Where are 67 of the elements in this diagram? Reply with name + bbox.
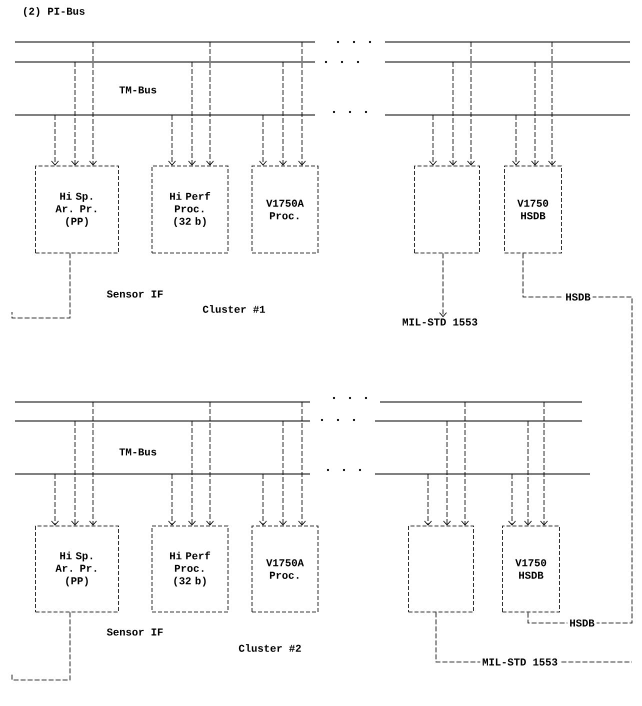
connector xyxy=(12,612,70,680)
processor-box: Hi Perf Proc. (32 b) xyxy=(152,166,228,254)
bus-line xyxy=(15,114,315,116)
connector xyxy=(512,114,520,166)
connector xyxy=(279,420,287,526)
edge-label: Sensor IF xyxy=(106,290,163,298)
connector xyxy=(71,62,79,166)
bus-line xyxy=(385,41,630,43)
connector xyxy=(206,402,214,526)
connector xyxy=(168,474,176,526)
connector xyxy=(424,474,432,526)
edge-label: Sensor IF xyxy=(106,628,163,636)
empty-box xyxy=(414,166,480,254)
bus-line xyxy=(15,401,310,403)
processor-box: Hi Perf Proc. (32 b) xyxy=(152,526,228,612)
bus-line xyxy=(15,420,310,422)
connector xyxy=(51,474,59,526)
connector xyxy=(188,62,196,166)
connector xyxy=(540,402,548,526)
connector xyxy=(188,420,196,526)
bus-line xyxy=(15,473,310,475)
connector xyxy=(89,42,97,166)
connector xyxy=(279,62,287,166)
connector xyxy=(467,42,475,166)
label: TM-Bus xyxy=(117,84,159,96)
connector xyxy=(71,420,79,526)
edge-label: HSDB xyxy=(563,291,593,303)
connector xyxy=(298,42,306,166)
connector xyxy=(89,402,97,526)
connector xyxy=(461,402,469,526)
bus-line xyxy=(385,114,630,116)
label: TM-Bus xyxy=(117,446,159,458)
connector xyxy=(298,402,306,526)
label: Cluster #2 xyxy=(236,642,304,654)
empty-box xyxy=(408,526,474,612)
connector xyxy=(51,114,59,166)
bus-line xyxy=(380,401,582,403)
bus-line xyxy=(15,61,315,63)
label: HSDB xyxy=(567,617,597,629)
connector xyxy=(206,42,214,166)
bus-line xyxy=(375,473,590,475)
bus-line xyxy=(375,420,582,422)
processor-box: Hi Sp. Ar. Pr. (PP) xyxy=(35,526,119,612)
label: Cluster #1 xyxy=(200,303,268,315)
connector xyxy=(522,253,632,624)
connector xyxy=(449,62,457,166)
connector xyxy=(259,114,267,166)
connector xyxy=(524,420,532,526)
bus-name: MIL-STD 1553 xyxy=(402,318,478,326)
connector xyxy=(12,253,70,318)
connector xyxy=(443,420,451,526)
processor-box: V1750 HSDB xyxy=(504,166,562,254)
connector xyxy=(259,474,267,526)
bus-line xyxy=(15,41,315,43)
connector xyxy=(429,114,437,166)
processor-box: V1750A Proc. xyxy=(252,526,318,612)
processor-box: V1750A Proc. xyxy=(252,166,318,254)
processor-box: Hi Sp. Ar. Pr. (PP) xyxy=(35,166,119,254)
connector xyxy=(548,42,556,166)
processor-box: V1750 HSDB xyxy=(502,526,560,612)
title: (2) PI-Bus xyxy=(24,7,85,17)
connector xyxy=(168,114,176,166)
connector xyxy=(531,62,539,166)
connector xyxy=(508,474,516,526)
bus-line xyxy=(385,61,630,63)
connector xyxy=(439,253,447,318)
edge-label: MIL-STD 1553 xyxy=(480,656,560,668)
